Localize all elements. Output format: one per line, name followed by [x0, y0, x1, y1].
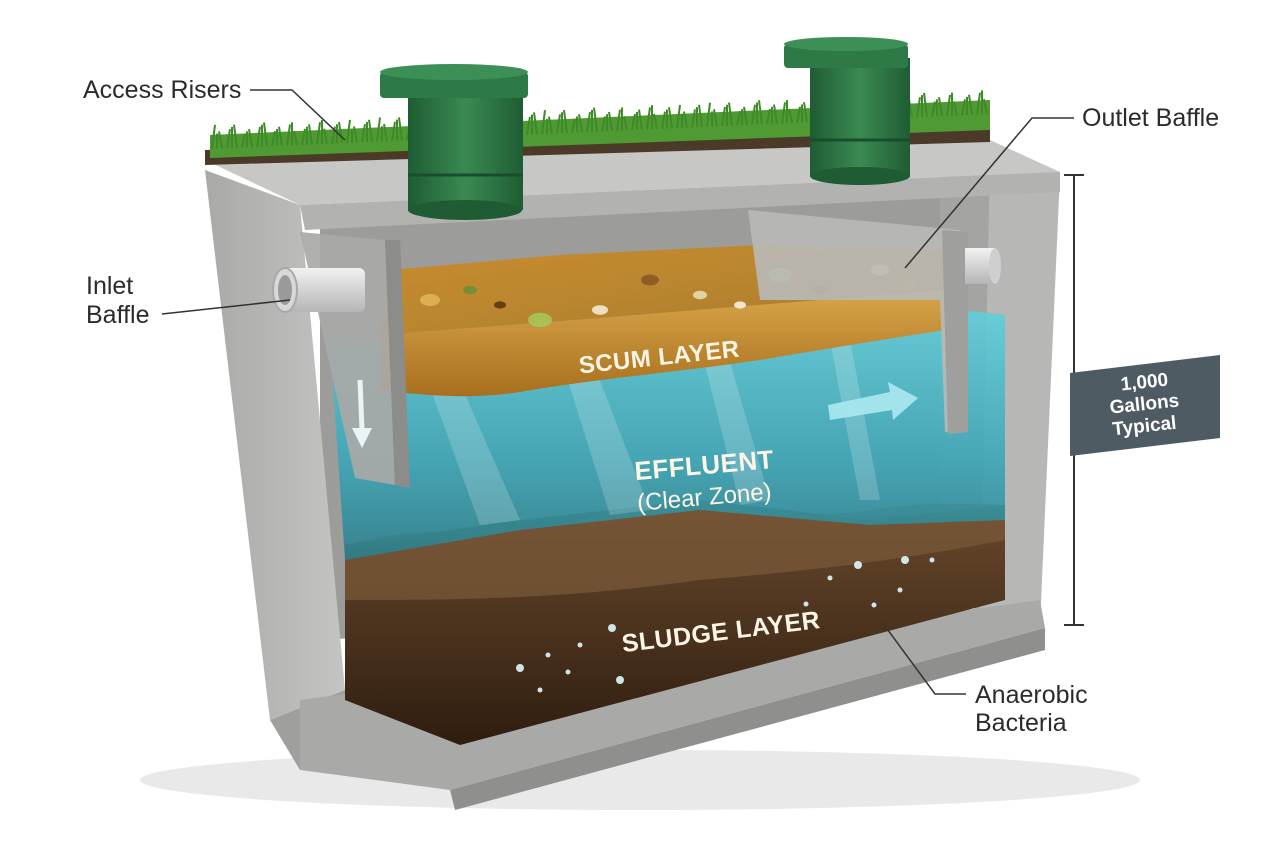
access-riser-left — [380, 64, 528, 220]
callout-outlet-baffle: Outlet Baffle — [904, 104, 1219, 269]
callout-access-risers: Access Risers — [83, 76, 346, 141]
capacity-badge: 1,000 Gallons Typical — [1070, 355, 1220, 456]
callout-outlet-baffle-leader — [904, 117, 1074, 269]
anaerobic-bacteria — [516, 556, 935, 693]
tank-floor — [300, 600, 1045, 790]
callout-anaerobic-text-2: Bacteria — [975, 709, 1067, 737]
tank-left-wall — [205, 170, 345, 720]
callout-access-risers-text: Access Risers — [83, 76, 241, 104]
soil-strip — [205, 128, 990, 165]
callout-inlet-text-1: Inlet — [86, 272, 133, 300]
callout-inlet-leader — [161, 299, 291, 315]
outlet-pipe — [965, 248, 1001, 284]
callout-anaerobic-text-1: Anaerobic — [975, 681, 1088, 709]
callout-access-risers-leader — [250, 89, 346, 141]
callout-outlet-baffle-text: Outlet Baffle — [1082, 104, 1219, 132]
outlet-baffle — [748, 210, 968, 434]
light-rays — [420, 340, 880, 525]
scum-front-face — [380, 290, 945, 397]
inlet-flow-arrow — [352, 379, 372, 448]
inlet-pipe — [272, 267, 365, 313]
callout-inlet-text-2: Baffle — [86, 301, 149, 329]
callout-anaerobic-bacteria: Anaerobic Bacteria — [881, 621, 1088, 737]
access-riser-right — [784, 37, 910, 185]
callout-inlet-baffle: Inlet Baffle — [86, 272, 291, 329]
sludge-surface — [345, 503, 1005, 600]
tank-floor-front — [450, 628, 1045, 810]
capacity-line-1: 1,000 — [1120, 370, 1169, 396]
callout-anaerobic-leader — [881, 621, 966, 695]
outlet-flow-arrow — [828, 382, 918, 420]
